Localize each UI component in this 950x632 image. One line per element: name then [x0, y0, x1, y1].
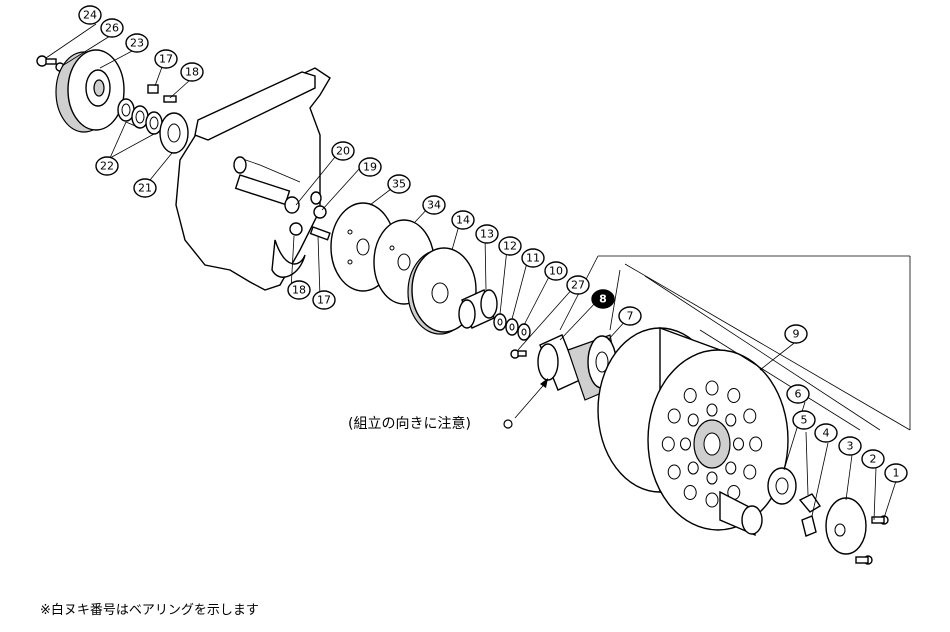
spool-hole [743, 464, 757, 480]
callout-23: 23 [125, 33, 149, 53]
bearing-footnote: ※白ヌキ番号はベアリングを示します [40, 602, 259, 618]
callout-17-top: 17 [154, 49, 178, 69]
spool-hole [667, 464, 681, 480]
orientation-note-marker [503, 419, 513, 429]
pins-17-18-top-drawing [147, 84, 177, 103]
pins-19-17-18-drawing [289, 191, 331, 241]
svg-text:2: 2 [870, 453, 877, 466]
callout-6: 6 [786, 384, 810, 404]
svg-text:34: 34 [427, 199, 441, 212]
callout-21: 21 [133, 178, 157, 198]
callout-1: 1 [884, 463, 908, 483]
spool-hole [725, 461, 737, 475]
callout-35: 35 [387, 174, 411, 194]
callout-22: 22 [95, 156, 119, 176]
svg-text:17: 17 [317, 294, 331, 307]
spool-hole [705, 492, 719, 508]
svg-text:35: 35 [392, 178, 406, 191]
callout-17-bottom: 17 [312, 290, 336, 310]
callout-8-bearing: 8 [591, 289, 615, 309]
spool-holes [661, 380, 763, 508]
svg-text:8: 8 [599, 293, 607, 306]
spool-hole [727, 388, 741, 403]
svg-text:18: 18 [292, 284, 306, 297]
callout-27: 27 [566, 275, 590, 295]
frame-plate-drawing [175, 67, 331, 291]
svg-text:22: 22 [100, 160, 114, 173]
svg-text:26: 26 [105, 22, 119, 35]
svg-text:27: 27 [571, 279, 585, 292]
callout-5: 5 [792, 410, 816, 430]
svg-text:10: 10 [549, 265, 563, 278]
svg-text:20: 20 [336, 145, 350, 158]
spool-hole [687, 461, 699, 475]
svg-text:11: 11 [526, 252, 540, 265]
washers-22-drawing [117, 98, 163, 135]
screw-24-drawing [36, 55, 65, 72]
svg-text:7: 7 [627, 310, 634, 323]
svg-text:19: 19 [363, 161, 377, 174]
callout-24: 24 [78, 5, 102, 25]
washers-12-11-10-drawing [493, 313, 531, 341]
svg-text:5: 5 [801, 414, 808, 427]
callout-26: 26 [100, 18, 124, 38]
leader-lines [45, 23, 911, 521]
screw-27-drawing [510, 349, 527, 359]
spool-hole [733, 437, 744, 451]
orientation-arrow [514, 378, 549, 419]
spool-hole [683, 485, 697, 500]
spool-hole [667, 408, 681, 424]
svg-text:14: 14 [456, 214, 470, 227]
spool-hole [680, 437, 691, 451]
svg-text:13: 13 [480, 228, 494, 241]
callout-2: 2 [861, 449, 885, 469]
disc-21-drawing [159, 112, 189, 154]
callout-34: 34 [422, 195, 446, 215]
callout-18-bottom: 18 [287, 280, 311, 300]
spool-hole [705, 380, 719, 396]
spool-hole [749, 436, 763, 452]
svg-text:6: 6 [795, 388, 802, 401]
svg-text:18: 18 [185, 66, 199, 79]
callout-18-top: 18 [180, 62, 204, 82]
spool-hole [725, 413, 737, 427]
svg-text:1: 1 [893, 467, 900, 480]
svg-text:12: 12 [503, 240, 517, 253]
callout-20: 20 [331, 141, 355, 161]
callout-4: 4 [814, 423, 838, 443]
orientation-note: (組立の向きに注意) [348, 415, 471, 432]
callout-9: 9 [784, 324, 808, 344]
callout-11: 11 [521, 248, 545, 268]
svg-text:17: 17 [159, 53, 173, 66]
spool-hole [661, 436, 675, 452]
spool-9-drawing [597, 326, 789, 537]
callout-7: 7 [618, 306, 642, 326]
svg-text:24: 24 [83, 9, 97, 22]
spool-hole [706, 403, 718, 417]
spool-hole [687, 413, 699, 427]
parts-6-1-drawing [767, 467, 889, 565]
callout-12: 12 [498, 236, 522, 256]
callout-10: 10 [544, 261, 568, 281]
callout-14: 14 [451, 210, 475, 230]
sleeve-13-drawing [458, 289, 498, 329]
spool-hole [743, 408, 757, 424]
svg-text:23: 23 [130, 37, 144, 50]
spool-hole [683, 388, 697, 403]
callout-3: 3 [838, 436, 862, 456]
callout-13: 13 [475, 224, 499, 244]
svg-text:9: 9 [793, 328, 800, 341]
svg-text:3: 3 [847, 440, 854, 453]
callout-19: 19 [358, 157, 382, 177]
spool-hole [706, 471, 718, 485]
parts-drawing [36, 49, 889, 565]
callouts: 24 26 23 17 18 22 21 20 19 35 34 14 13 1… [78, 5, 908, 483]
svg-text:21: 21 [138, 182, 152, 195]
svg-text:4: 4 [823, 427, 830, 440]
knob-26-drawing [55, 49, 125, 133]
